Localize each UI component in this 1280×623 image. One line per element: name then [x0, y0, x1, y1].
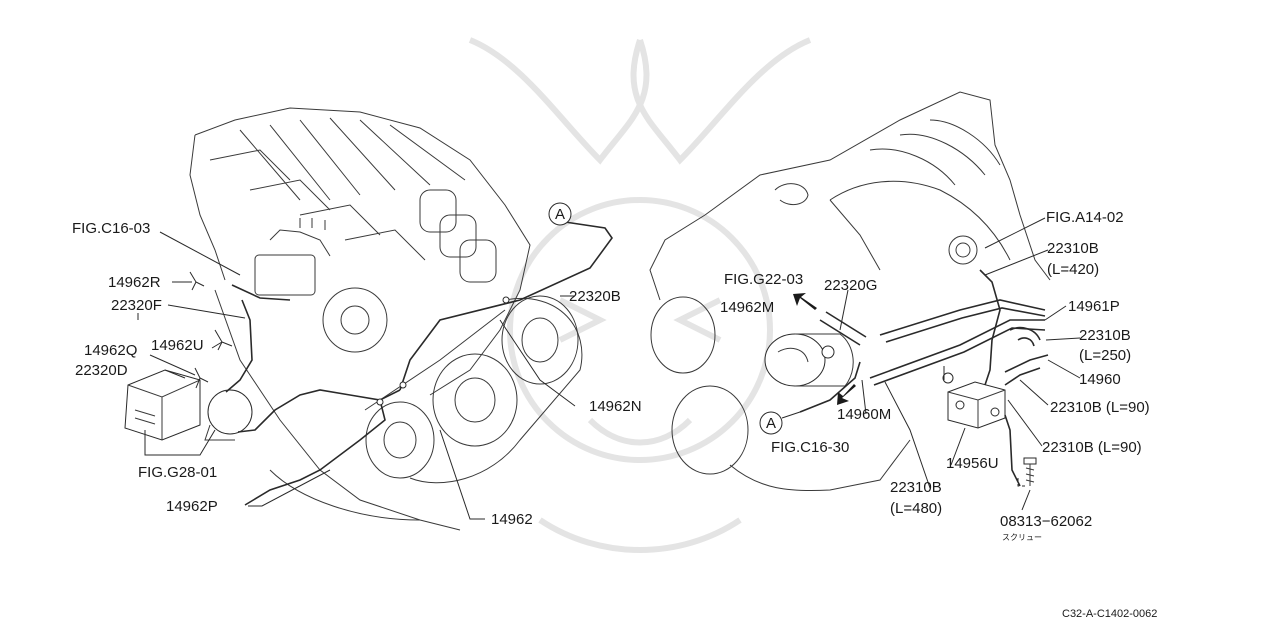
callout-a-top-letter: A	[555, 206, 565, 223]
label-14962r: 14962R	[108, 274, 161, 291]
right-leader-lines	[781, 217, 1081, 511]
label-14962q: 14962Q	[84, 342, 137, 359]
watermark-logo	[468, 37, 812, 553]
label-14962: 14962	[491, 511, 533, 528]
label-fig-g28-01: FIG.G28-01	[138, 464, 217, 481]
label-22310b-250-length: (L=250)	[1079, 347, 1131, 364]
arrow-to-g22-03	[793, 293, 817, 310]
label-22320d: 22320D	[75, 362, 128, 379]
label-14960m: 14960M	[837, 406, 891, 423]
label-fig-c16-03: FIG.C16-03	[72, 220, 150, 237]
label-22320b: 22320B	[569, 288, 621, 305]
callout-a-bottom-letter: A	[766, 415, 776, 432]
callout-a-bottom	[759, 411, 783, 435]
label-14960: 14960	[1079, 371, 1121, 388]
ecu-box	[124, 369, 201, 441]
callout-a-top	[548, 202, 572, 226]
label-22310b-90-upper: 22310B (L=90)	[1050, 399, 1150, 416]
left-engine-illustration	[189, 107, 583, 531]
arrow-to-c16-30	[837, 384, 856, 405]
right-vacuum-hoses	[799, 269, 1049, 487]
label-14956u: 14956U	[946, 455, 999, 472]
label-22310b-420-length: (L=420)	[1047, 261, 1099, 278]
label-22310b-90-lower: 22310B (L=90)	[1042, 439, 1142, 456]
label-14962n: 14962N	[589, 398, 642, 415]
label-14962u: 14962U	[151, 337, 204, 354]
diagram-code: C32-A-C1402-0062	[1062, 608, 1157, 620]
label-22310b-420: 22310B	[1047, 240, 1099, 257]
label-fig-c16-30: FIG.C16-30	[771, 439, 849, 456]
label-22310b-480: 22310B	[890, 479, 942, 496]
left-vacuum-hoses	[225, 221, 613, 506]
label-08313-62062: 08313−62062	[1000, 513, 1092, 530]
label-22320g: 22320G	[824, 277, 877, 294]
right-engine-illustration	[649, 91, 1051, 492]
left-leader-lines	[137, 231, 576, 520]
label-fig-a14-02: FIG.A14-02	[1046, 209, 1124, 226]
connector-icons	[189, 271, 233, 389]
label-22310b-480-length: (L=480)	[890, 500, 942, 517]
label-fig-g22-03: FIG.G22-03	[724, 271, 803, 288]
label-screw-japanese: スクリュー	[1002, 533, 1042, 542]
label-22320f: 22320F	[111, 297, 162, 314]
label-22310b-250: 22310B	[1079, 327, 1131, 344]
label-14961p: 14961P	[1068, 298, 1120, 315]
label-14962m: 14962M	[720, 299, 774, 316]
label-14962p: 14962P	[166, 498, 218, 515]
